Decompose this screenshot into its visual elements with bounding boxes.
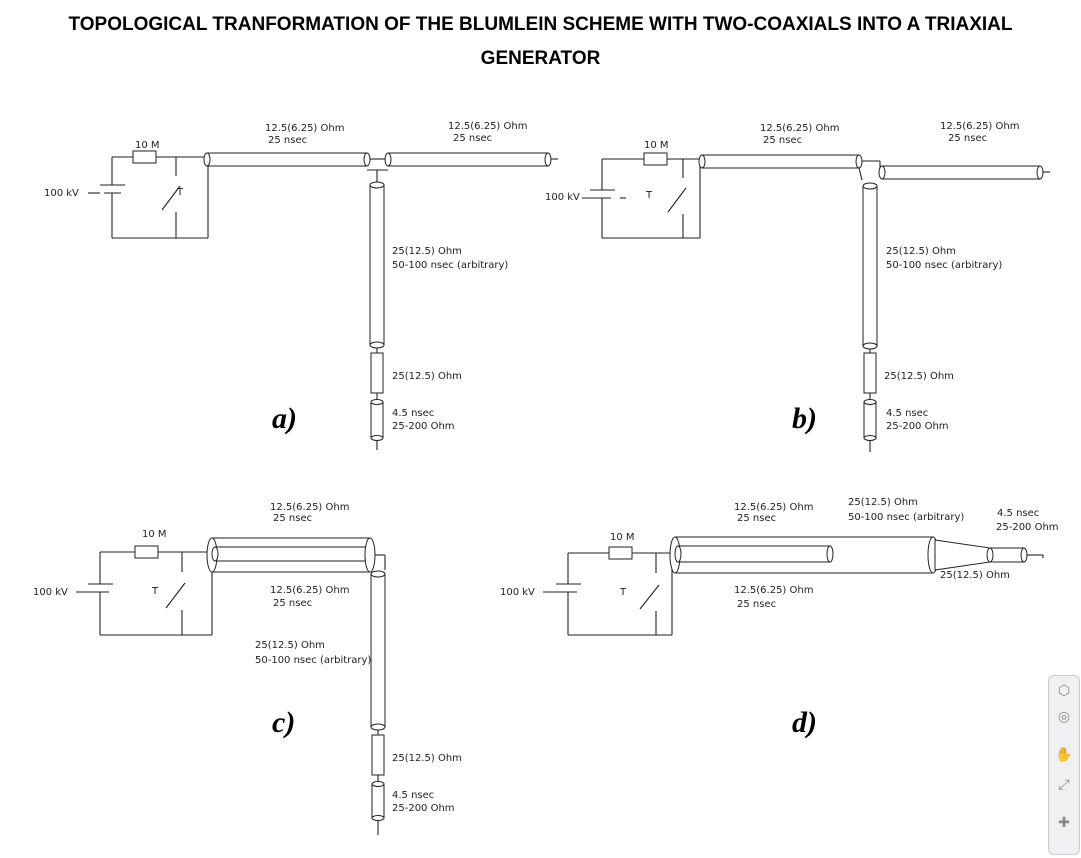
line2-delay: 25 nsec [948,133,987,144]
taper-load [934,539,991,571]
vertical-delay: 50-100 nsec (arbitrary) [392,260,508,271]
panel-c: 100 kV 10 M T 12.5(6.25) Ohm 25 nsec 12.… [33,502,462,835]
zoom-icon[interactable]: ⤢ [1058,777,1070,793]
resistor [608,546,633,560]
title-line-2: GENERATOR [480,48,601,69]
coax-output [371,783,385,819]
coax-vertical [369,184,385,346]
title-line-1: TOPOLOGICAL TRANFORMATION OF THE BLUMLEI… [68,14,1013,35]
line2-impedance: 12.5(6.25) Ohm [734,585,813,596]
load-label: 25(12.5) Ohm [940,570,1010,581]
output-delay: 4.5 nsec [392,408,434,419]
coax-output [989,547,1025,563]
output-impedance: 25-200 Ohm [996,522,1059,533]
line2-delay: 25 nsec [273,598,312,609]
panel-d: 100 kV 10 M T 12.5(6.25) Ohm 25 nsec 12.… [500,497,1059,739]
view-toolbar: ⬡ ◎ ✋ ⤢ ✚ [1048,675,1080,855]
line2-delay: 25 nsec [453,133,492,144]
output-delay: 4.5 nsec [997,508,1039,519]
output-impedance: 25-200 Ohm [886,421,949,432]
vertical-impedance: 25(12.5) Ohm [848,497,918,508]
coax-line-1 [206,152,368,167]
output-delay: 4.5 nsec [886,408,928,419]
move-icon[interactable]: ✚ [1058,815,1070,831]
resistor-label: 10 M [142,529,167,540]
line1-impedance: 12.5(6.25) Ohm [270,502,349,513]
vertical-delay: 50-100 nsec (arbitrary) [848,512,964,523]
line1-delay: 25 nsec [268,135,307,146]
output-impedance: 25-200 Ohm [392,421,455,432]
switch-label: T [151,586,159,597]
line1-delay: 25 nsec [273,513,312,524]
line1-delay: 25 nsec [763,135,802,146]
resistor-label: 10 M [610,532,635,543]
vertical-impedance: 25(12.5) Ohm [886,246,956,257]
resistor-label: 10 M [135,140,160,151]
load-label: 25(12.5) Ohm [392,371,462,382]
switch-label: T [176,187,184,198]
orbit-icon[interactable]: ◎ [1057,709,1071,725]
switch-label: T [645,190,653,201]
diagram-title: TOPOLOGICAL TRANFORMATION OF THE BLUMLEI… [0,8,1081,76]
coax-line-2 [387,152,549,167]
line2-impedance: 12.5(6.25) Ohm [270,585,349,596]
line2-impedance: 12.5(6.25) Ohm [448,121,527,132]
panel-label: a) [272,402,297,435]
line2-impedance: 12.5(6.25) Ohm [940,121,1019,132]
load-label: 25(12.5) Ohm [392,753,462,764]
switch-label: T [619,587,627,598]
source-label: 100 kV [545,192,580,203]
vertical-impedance: 25(12.5) Ohm [255,640,325,651]
line1-delay: 25 nsec [737,513,776,524]
coax-line-1 [701,154,860,169]
output-delay: 4.5 nsec [392,790,434,801]
resistor-label: 10 M [644,140,669,151]
coax-triaxial-inner [677,545,831,563]
load-label: 25(12.5) Ohm [884,371,954,382]
resistor [132,150,157,164]
pan-hand-icon[interactable]: ✋ [1055,747,1073,763]
panel-label: d) [792,706,817,739]
coax-line-inner [214,546,368,562]
panel-label: c) [272,706,295,739]
load-resistor [370,352,384,394]
source-label: 100 kV [44,188,79,199]
panel-a: 100 kV 10 M T 12.5(6.25) Ohm 25 nsec 12.… [44,121,558,450]
load-resistor [371,734,385,776]
line2-delay: 25 nsec [737,599,776,610]
cube-icon[interactable]: ⬡ [1057,683,1071,699]
resistor [643,152,668,166]
resistor [134,545,159,559]
source-label: 100 kV [33,587,68,598]
vertical-delay: 50-100 nsec (arbitrary) [255,655,371,666]
coax-vertical [862,185,878,347]
source-label: 100 kV [500,587,535,598]
coax-vertical [370,573,386,728]
coax-output [863,401,877,439]
vertical-impedance: 25(12.5) Ohm [392,246,462,257]
coax-output [370,401,384,439]
panel-b: 100 kV 10 M T 12.5(6.25) Ohm 25 nsec 12.… [545,121,1050,452]
coax-line-2 [881,165,1041,180]
line1-impedance: 12.5(6.25) Ohm [734,502,813,513]
output-impedance: 25-200 Ohm [392,803,455,814]
line1-impedance: 12.5(6.25) Ohm [265,123,344,134]
vertical-delay: 50-100 nsec (arbitrary) [886,260,1002,271]
line1-impedance: 12.5(6.25) Ohm [760,123,839,134]
load-resistor [863,352,877,394]
panel-label: b) [792,402,817,435]
